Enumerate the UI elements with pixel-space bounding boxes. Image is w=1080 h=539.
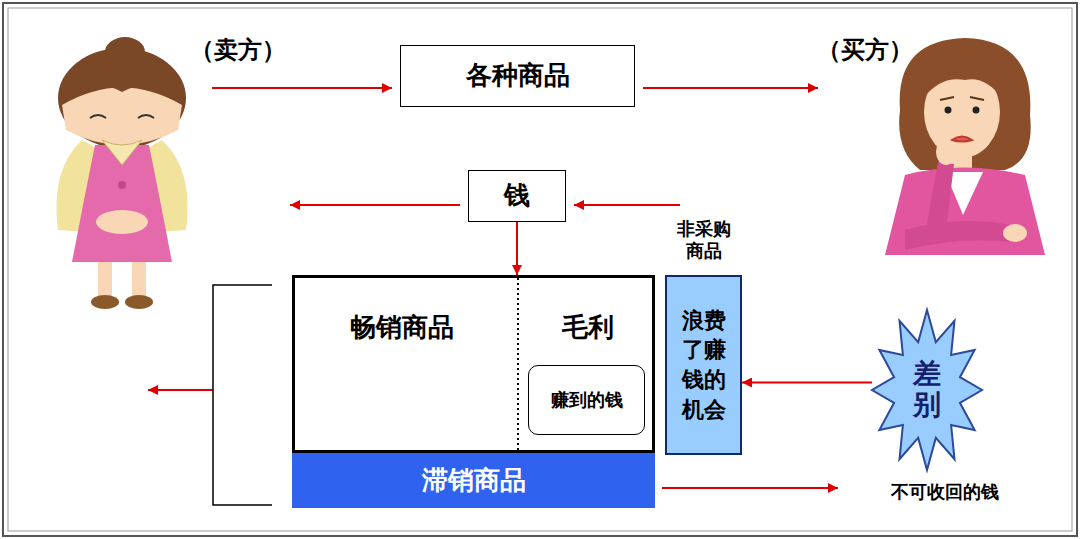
outer-frame-part (3, 3, 1077, 536)
party-label: （买方） (817, 36, 913, 65)
node-text: 赚到的钱 (551, 389, 623, 411)
buyer-figure-part (925, 162, 954, 238)
unsold-band: 滞销商品 (292, 453, 655, 508)
seller-figure-part (118, 181, 126, 189)
node-text: 毛利 (562, 312, 614, 343)
buyer-figure-part (973, 107, 980, 114)
buyer-figure-part (922, 58, 1004, 100)
node-text: 浪费了赚钱的机会 (682, 306, 726, 425)
flow-arrow-part (643, 87, 818, 89)
goods-box: 各种商品 (400, 45, 635, 107)
buyer-figure-part (940, 97, 954, 100)
party-label: 不可收回的钱 (891, 481, 999, 503)
sales-box: 畅销商品 毛利赚到的钱 (292, 275, 655, 453)
buyer-figure-part (952, 137, 972, 142)
node-text: 钱 (504, 180, 530, 211)
seller-figure-part (62, 88, 182, 146)
buyer-figure (885, 38, 1045, 255)
seller-figure (56, 37, 187, 309)
buyer-figure-part (936, 139, 956, 165)
burst-shape (872, 310, 982, 470)
opportunity-box: 非采购商品浪费了赚钱的机会 (665, 275, 742, 455)
node-text: 畅销商品 (350, 312, 454, 343)
seller-figure-part (125, 295, 153, 309)
seller-figure-part (58, 48, 186, 148)
node-heading: 非采购商品 (677, 218, 731, 261)
seller-figure-part (98, 262, 112, 300)
flow-connector (742, 382, 872, 384)
divider-line-part (517, 278, 519, 450)
difference-burst: 差别 (872, 310, 982, 470)
outer-frame-part (8, 8, 1072, 531)
node-text: 滞销商品 (422, 465, 526, 496)
money-box: 钱 (468, 170, 566, 222)
party-label: （卖方） (190, 36, 286, 65)
bracket (213, 285, 272, 505)
flow-arrow-part (574, 204, 680, 206)
buyer-figure-part (905, 221, 1012, 250)
seller-figure-part (91, 295, 119, 309)
flow-arrow (148, 88, 838, 488)
flow-arrow-part (662, 487, 838, 489)
seller-figure-part (90, 115, 106, 118)
seller-figure-part (60, 58, 184, 100)
buyer-figure-part (970, 97, 984, 100)
node-text: 各种商品 (466, 60, 570, 91)
divider-line (518, 278, 519, 450)
buyer-figure-part (1003, 224, 1027, 242)
flow-arrow-part (148, 389, 213, 391)
flow-connector (516, 222, 518, 275)
buyer-figure-part (945, 107, 952, 114)
flow-arrow-part (212, 87, 392, 89)
flow-arrow-part (290, 204, 460, 206)
bracket-part (213, 285, 272, 505)
seller-figure-part (138, 115, 154, 118)
profit-box: 赚到的钱 (528, 365, 645, 435)
seller-figure-part (132, 262, 146, 300)
buyer-figure-part (899, 38, 1031, 170)
seller-figure-part (102, 140, 142, 165)
seller-figure-part (96, 210, 148, 234)
node-text: 差别 (913, 359, 941, 421)
outer-frame (3, 3, 1077, 536)
buyer-figure-part (885, 168, 1045, 256)
